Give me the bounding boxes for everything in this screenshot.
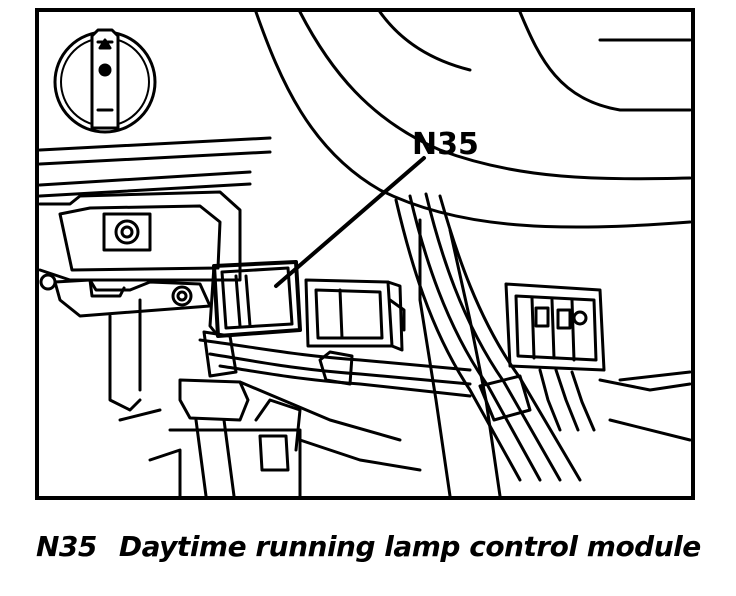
column-support xyxy=(418,218,452,498)
socket-outlet xyxy=(114,219,140,245)
figure-caption: N35 Daytime running lamp control module xyxy=(36,524,701,568)
diagram-frame xyxy=(35,8,695,500)
socket-outlet-inner xyxy=(120,225,134,239)
steering-column-shroud-inner xyxy=(298,10,692,181)
steering-column-shroud xyxy=(254,10,692,229)
light-switch-knob xyxy=(53,28,157,134)
callout-label-n35: N35 xyxy=(412,127,479,162)
wiring-harness xyxy=(198,192,582,482)
caption-text: Daytime running lamp control module xyxy=(118,529,701,563)
shroud-edge xyxy=(518,10,692,112)
trim-line xyxy=(388,298,406,332)
caption-code: N35 xyxy=(36,529,97,563)
connector-block xyxy=(304,278,404,352)
relay-block xyxy=(504,282,692,442)
socket-housing xyxy=(102,212,152,252)
trim-line xyxy=(238,380,402,442)
callout-leader-line xyxy=(274,156,426,288)
column-support xyxy=(448,228,502,498)
vehicle-interior-drawing xyxy=(38,10,692,498)
dash-line xyxy=(38,182,252,198)
lower-dash-panel xyxy=(38,190,242,282)
lower-dash-panel xyxy=(58,204,222,272)
mounting-bracket xyxy=(39,273,212,412)
dash-line xyxy=(38,170,252,187)
shroud-edge xyxy=(378,10,472,72)
control-module-n35 xyxy=(208,260,302,338)
dash-line xyxy=(38,150,272,166)
dash-line xyxy=(38,136,272,152)
trim-line xyxy=(618,370,692,382)
